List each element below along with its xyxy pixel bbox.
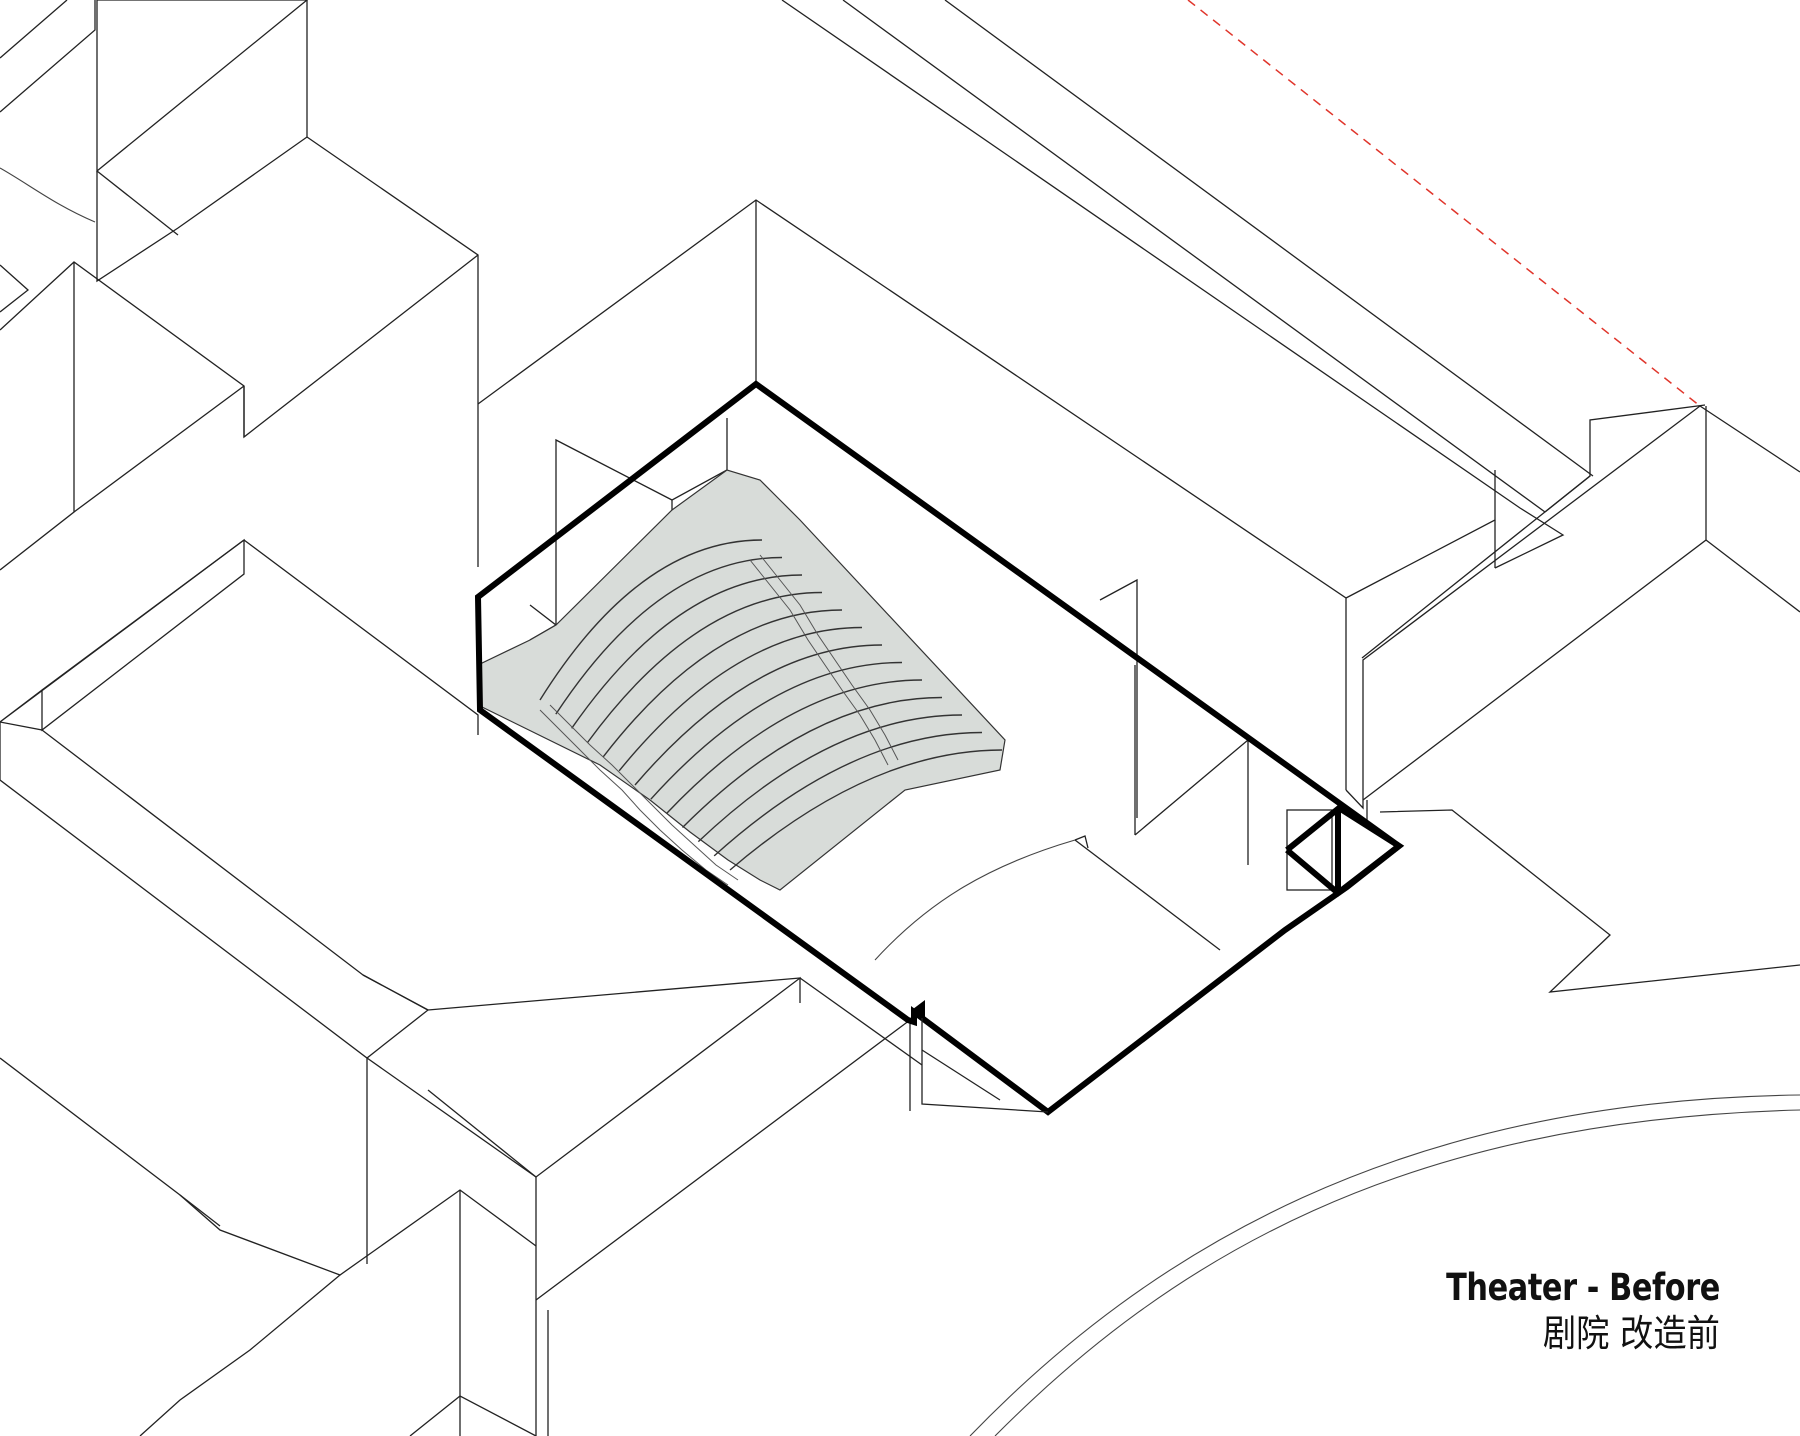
seat-row [586,591,823,743]
context-buildings-top-left [0,0,911,1436]
seat-row [602,609,843,758]
theater-outline-corner-room [1285,804,1405,897]
site-boundary-dashed-line [1187,0,1701,407]
seat-row [650,661,903,800]
seat-row [618,626,863,772]
seat-row [634,644,883,786]
seating-tiers [477,469,1006,891]
seat-row [697,714,963,843]
seat-row [539,539,763,701]
seat-row [713,731,983,857]
theater-interior [477,418,1333,961]
seat-row [729,749,1003,871]
seat-row [682,696,943,828]
context-buildings-top [477,0,1800,1436]
seat-row [571,574,803,729]
caption-title-en: Theater - Before [1446,1266,1720,1309]
seat-row [666,679,923,814]
caption-title-zh: 剧院 改造前 [1542,1312,1720,1355]
caption: Theater - Before 剧院 改造前 [1386,1265,1720,1357]
